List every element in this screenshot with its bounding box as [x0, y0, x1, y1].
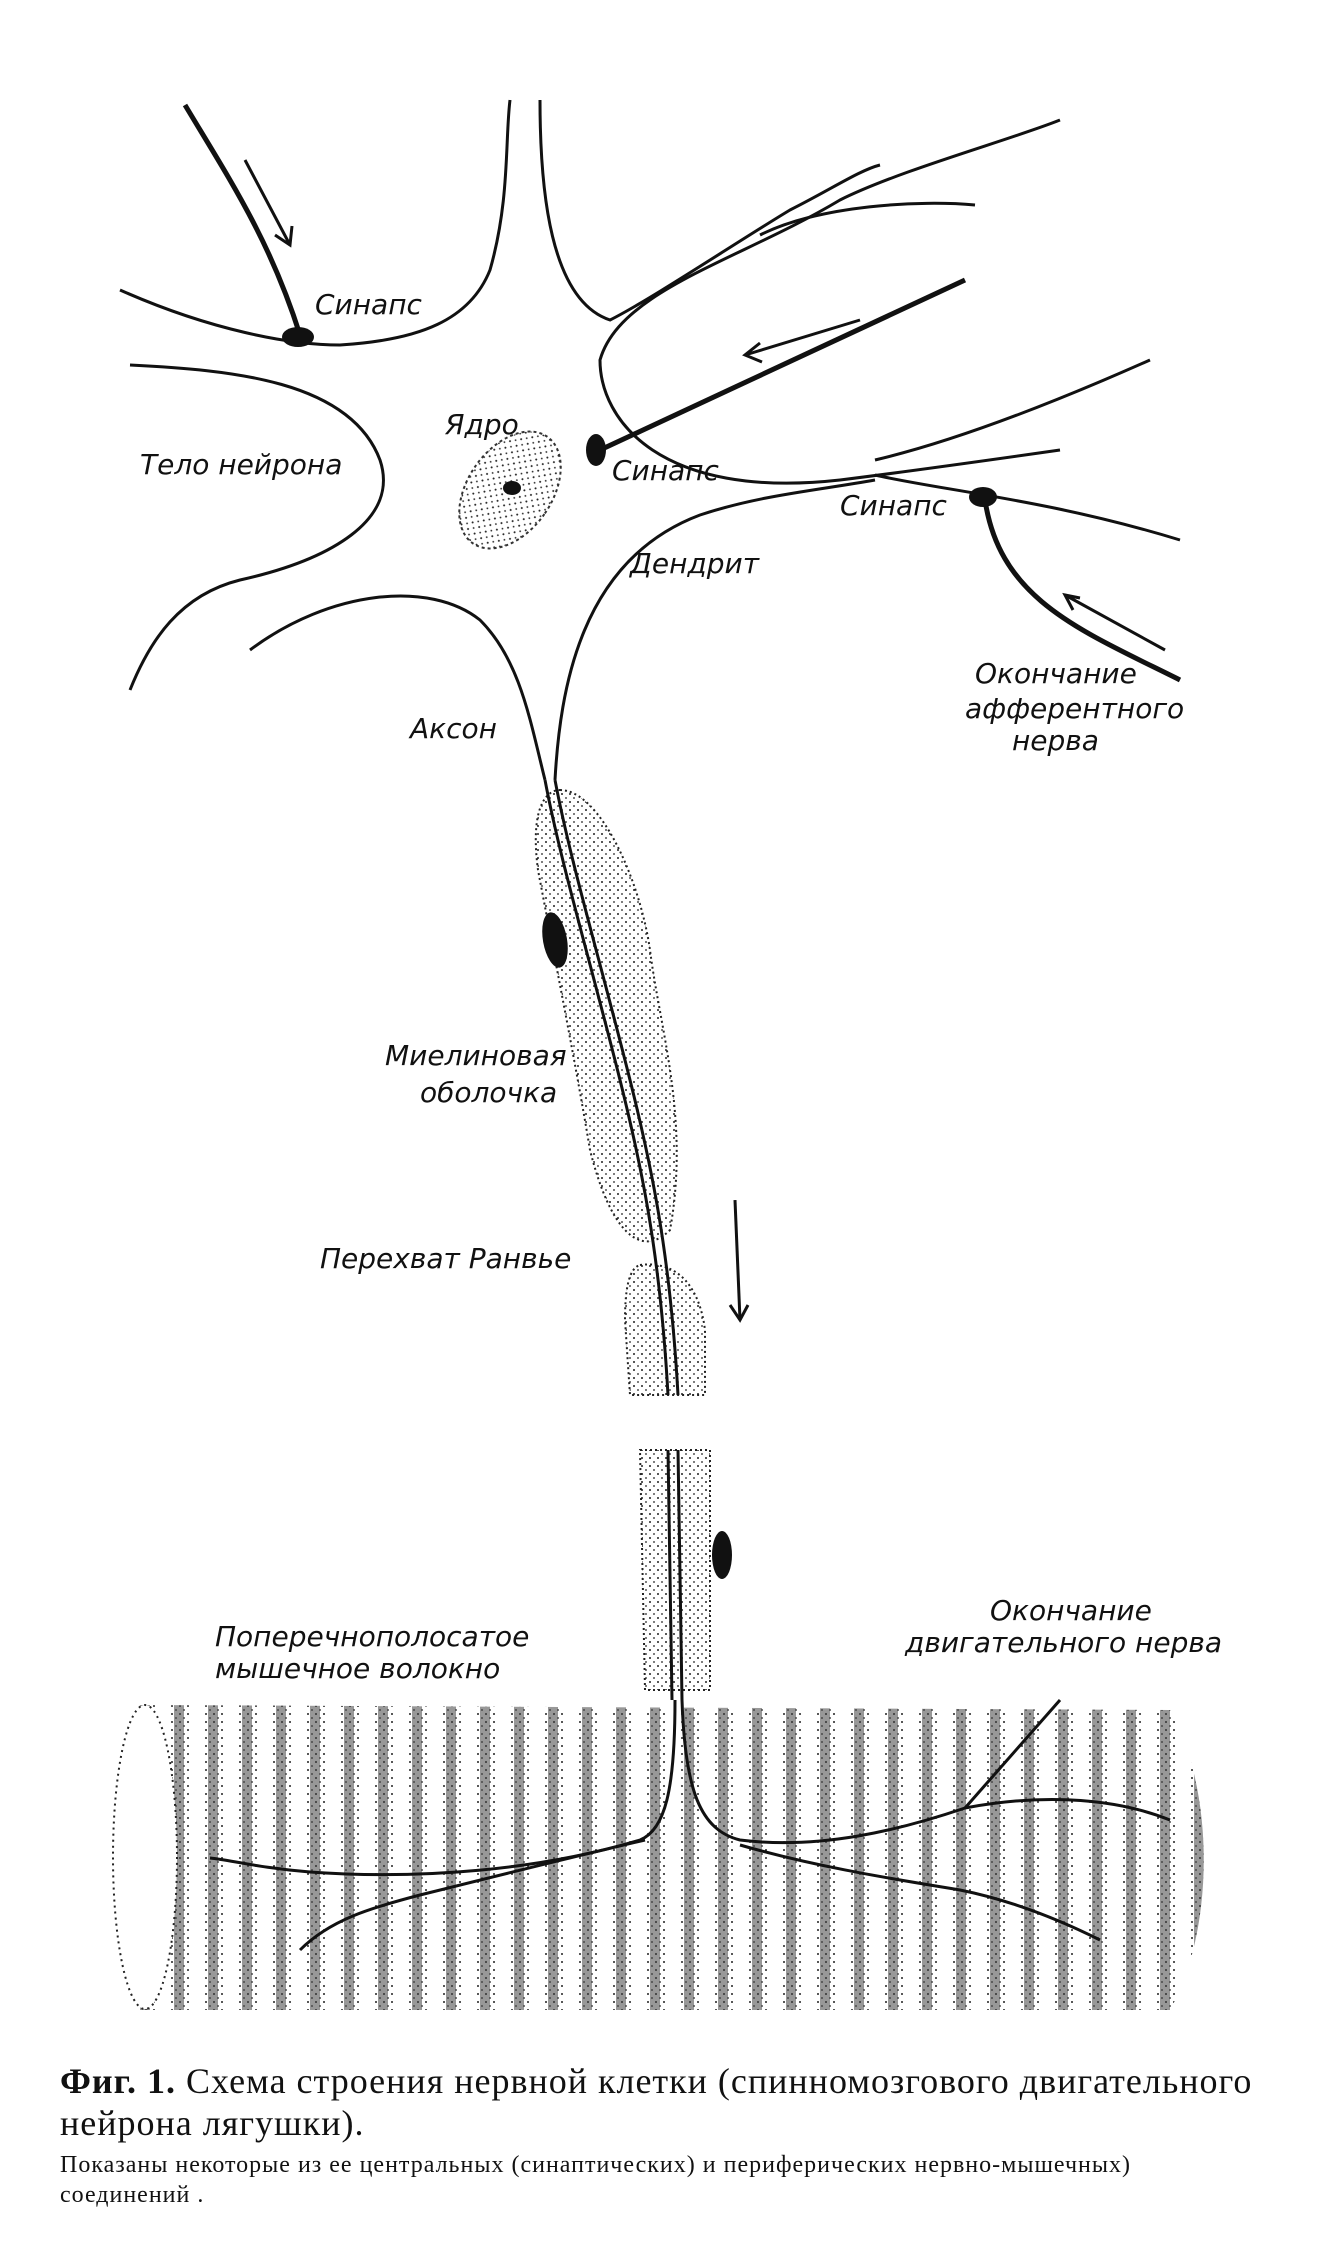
label-cell-body: Тело нейрона	[140, 448, 342, 481]
label-afferent-2: афферентного	[965, 692, 1184, 725]
label-myelin-2: оболочка	[420, 1076, 557, 1109]
figure-caption-title: Фиг. 1. Схема строения нервной клетки (с…	[60, 2060, 1260, 2144]
muscle-fiber	[112, 1704, 1204, 2010]
axon	[534, 779, 732, 1701]
label-afferent-1: Окончание	[975, 657, 1137, 690]
label-nucleus: Ядро	[444, 408, 519, 441]
label-muscle-2: мышечное волокно	[215, 1652, 500, 1685]
label-synapse-right: Синапс	[840, 489, 948, 522]
synapse-terminals	[282, 327, 997, 507]
afferent-fibers	[182, 103, 1182, 683]
label-muscle-1: Поперечнополосатое	[215, 1620, 529, 1653]
label-ranvier: Перехват Ранвье	[320, 1242, 571, 1275]
label-motor-2: двигательного нерва	[904, 1626, 1222, 1659]
label-synapse-mid: Синапс	[612, 454, 720, 487]
figure-caption-subtitle: Показаны некоторые из ее центральных (си…	[60, 2152, 1132, 2208]
label-axon: Аксон	[408, 712, 497, 745]
label-dendrite: Дендрит	[628, 547, 760, 580]
label-myelin-1: Миелиновая	[385, 1039, 567, 1072]
motor-nerve-ending	[209, 1699, 1171, 1952]
figure-number: Фиг. 1.	[60, 2061, 176, 2101]
label-motor-1: Окончание	[990, 1594, 1152, 1627]
nucleus	[458, 430, 562, 550]
label-afferent-3: нерва	[1012, 724, 1099, 757]
neuron-body	[119, 99, 1181, 781]
arrow-icons	[243, 159, 1166, 1323]
label-synapse-top: Синапс	[315, 288, 423, 321]
figure-title-text: Схема строения нервной клетки (спинномоз…	[60, 2061, 1253, 2143]
